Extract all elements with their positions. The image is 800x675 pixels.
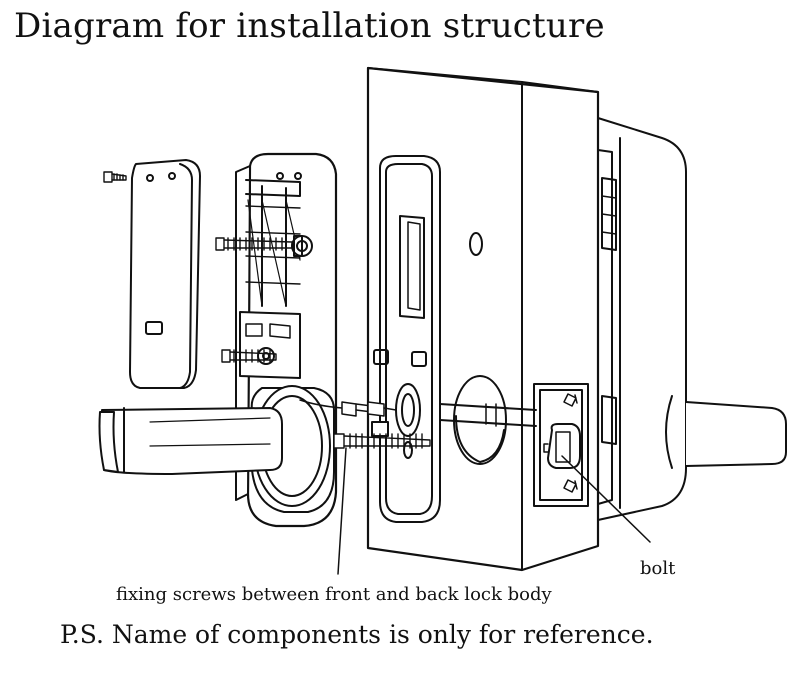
front-lever-handle bbox=[98, 385, 335, 513]
fixing-screws-leader-line bbox=[337, 447, 347, 575]
bolt-label: bolt bbox=[640, 558, 676, 579]
mounting-screw-upper bbox=[215, 237, 293, 251]
bolt-leader-line bbox=[561, 455, 651, 543]
fixing-screw bbox=[333, 433, 431, 449]
mounting-screw-lower bbox=[221, 349, 277, 363]
reference-footnote: P.S. Name of components is only for refe… bbox=[60, 620, 654, 649]
fixing-screws-label: fixing screws between front and back loc… bbox=[116, 584, 552, 605]
cover-screw bbox=[103, 171, 127, 183]
diagram-title: Diagram for installation structure bbox=[14, 6, 605, 46]
spindle bbox=[371, 403, 537, 437]
back-lock-body bbox=[597, 117, 787, 521]
mounting-plate bbox=[373, 155, 507, 523]
battery-cover bbox=[129, 159, 201, 389]
cable-connector bbox=[299, 399, 397, 417]
